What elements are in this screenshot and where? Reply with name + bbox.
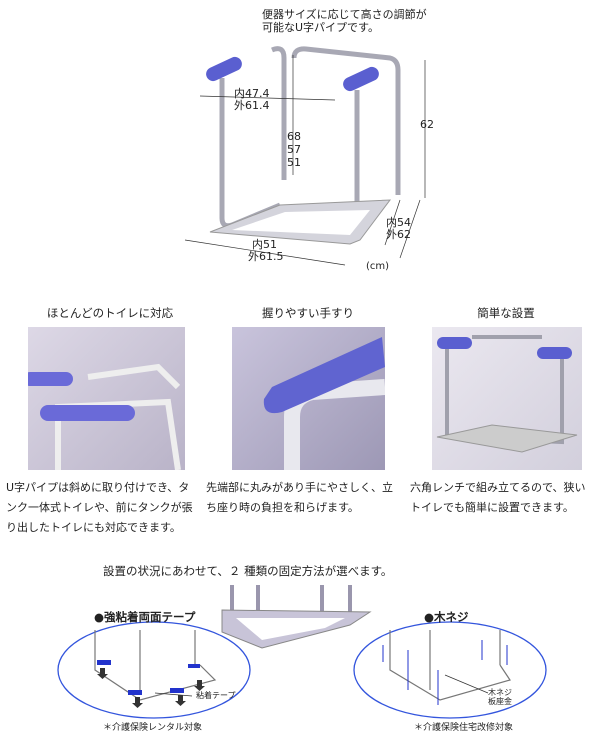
feature-desc-3: 六角レンチで組み立てるので、狭いトイレでも簡単に設置できます。	[410, 481, 586, 514]
tape-detail-ellipse	[57, 621, 251, 719]
left-grip	[206, 56, 242, 82]
screw-method-title: ●木ネジ	[424, 610, 469, 624]
feature-title-3: 簡単な設置	[477, 306, 535, 320]
tape-method-title: ●強粘着両面テープ	[94, 610, 196, 624]
feature-title-2: 握りやすい手すり	[262, 306, 354, 320]
feature-desc-2: 先端部に丸みがあり手にやさしく、立ち座り時の負担を和らげます。	[206, 481, 393, 514]
height-57: 57	[287, 143, 301, 156]
total-height-label: 62	[420, 118, 434, 131]
caption-line2: 可能なU字パイプです。	[262, 21, 379, 34]
height-51: 51	[287, 156, 301, 169]
outer-base-label: 外61.5	[248, 250, 284, 263]
caption-line1: 便器サイズに応じて高さの調節が	[262, 8, 427, 21]
fixing-heading: 設置の状況にあわせて、２ 種類の固定方法が選べます。	[103, 564, 393, 578]
inner-base-label: 内51	[252, 238, 277, 251]
photo-installation	[432, 327, 582, 470]
screw-detail-ellipse	[353, 621, 547, 719]
photo-grip	[232, 327, 385, 470]
feature-title-1: ほとんどのトイレに対応	[46, 306, 174, 320]
inner-depth-label: 内54	[386, 216, 411, 229]
height-68: 68	[287, 130, 301, 143]
screw-labels: 木ネジ板座金	[488, 688, 512, 706]
photo-toilet-compatibility	[28, 327, 185, 470]
unit-label: (cm)	[366, 261, 390, 272]
outer-width-label: 外61.4	[234, 99, 270, 112]
feature-desc-1: U字パイプは斜めに取り付けでき、タンク一体式トイレや、前にタンクが張り出したトイ…	[6, 481, 193, 534]
screw-note: ＊介護保険住宅改修対象	[414, 723, 514, 733]
tape-note: ＊介護保険レンタル対象	[103, 723, 203, 733]
outer-depth-label: 外62	[386, 228, 411, 241]
inner-width-label: 内47.4	[234, 87, 270, 100]
frame-diagram	[184, 46, 426, 266]
right-grip	[343, 66, 379, 92]
tape-label: 粘着テープ	[196, 691, 236, 700]
